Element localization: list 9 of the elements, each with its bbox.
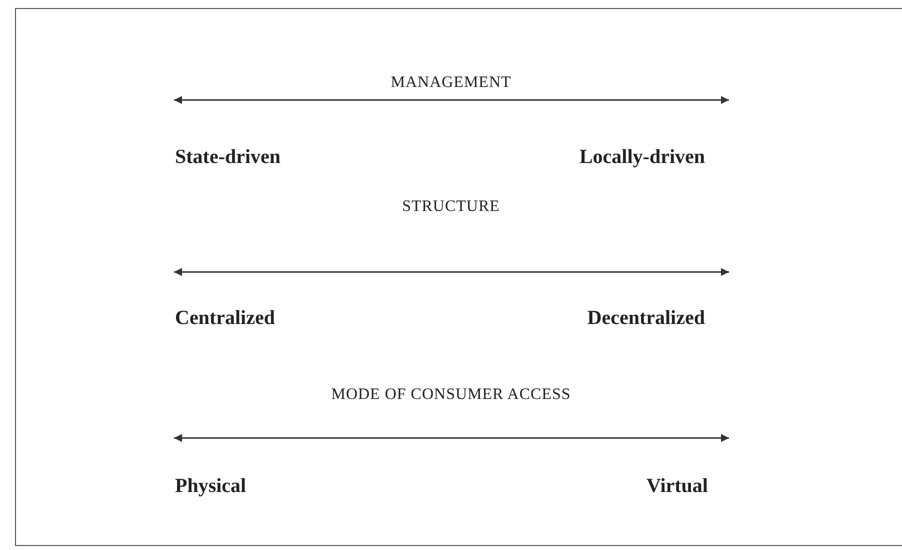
axis-end-label: Decentralized bbox=[587, 307, 705, 330]
axis-end-label: Virtual bbox=[646, 475, 708, 498]
axis-end-label: Centralized bbox=[175, 307, 275, 330]
axis-end-label: Locally-driven bbox=[579, 146, 705, 169]
axis-end-label: State-driven bbox=[175, 146, 281, 169]
axis-heading: STRUCTURE bbox=[402, 198, 500, 216]
axis-heading: MANAGEMENT bbox=[390, 74, 512, 92]
axis-heading: MODE OF CONSUMER ACCESS bbox=[331, 386, 571, 404]
axis-end-label: Physical bbox=[175, 475, 246, 498]
